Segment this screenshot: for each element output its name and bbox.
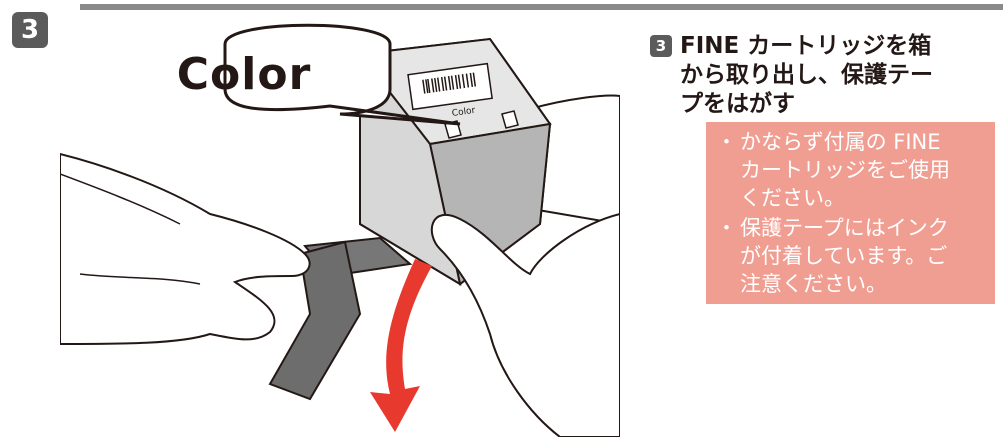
bullet: ・ [716,214,737,242]
instruction-number-badge: 3 [650,35,672,57]
note-line: カートリッジをご使用 [740,156,985,184]
title-line: から取り出し、保護テー [680,61,998,90]
title-line: プをはがす [680,90,998,119]
top-divider [80,4,1003,10]
note-line: かならず付属の FINE [740,128,985,156]
caution-note: ・ かならず付属の FINE カートリッジをご使用 ください。 [714,128,985,212]
caution-note: ・ 保護テープにはインク が付着しています。ご 注意ください。 [714,214,985,298]
bullet: ・ [716,128,737,156]
step-number-badge: 3 [12,12,48,48]
pull-direction-arrow [370,259,432,432]
note-line: が付着しています。ご [740,242,985,270]
note-line: 保護テープにはインク [740,214,985,242]
cartridge-removal-illustration: Color [60,14,620,437]
title-line: FINE カートリッジを箱 [680,32,998,61]
left-hand [60,154,310,344]
right-hand-thumb [432,214,620,437]
note-line: 注意ください。 [740,270,985,298]
color-callout-label: Color [161,49,327,100]
note-line: ください。 [740,184,985,212]
instruction-title: FINE カートリッジを箱 から取り出し、保護テー プをはがす [680,32,998,119]
caution-notes-box: ・ かならず付属の FINE カートリッジをご使用 ください。 ・ 保護テープに… [706,122,995,304]
